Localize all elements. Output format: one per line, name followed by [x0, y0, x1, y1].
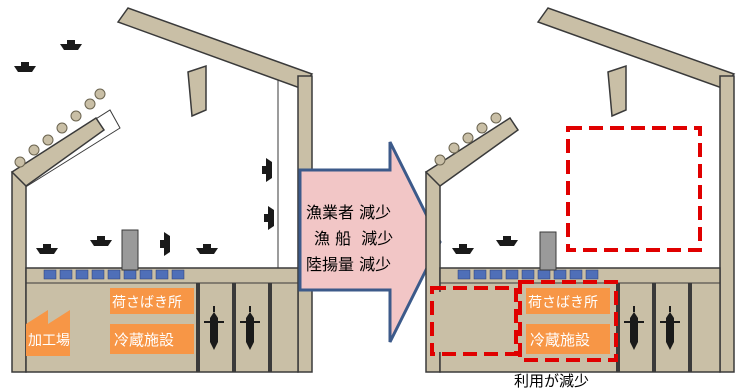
left-handling-label: 荷さばき所	[112, 295, 182, 311]
left-cold-storage-label: 冷蔵施設	[114, 331, 174, 349]
right-quay-blocks	[457, 269, 599, 280]
right-cold-storage-label: 冷蔵施設	[530, 331, 590, 349]
unused-facility-highlight	[518, 280, 618, 362]
left-harbor: 加工場 荷さばき所 冷蔵施設	[10, 7, 314, 373]
processing-label: 加工場	[28, 333, 70, 349]
usage-decline-caption: 利用が減少	[514, 372, 589, 390]
right-jetty	[607, 64, 627, 118]
right-handling-facility	[526, 288, 610, 314]
boat-icon	[90, 236, 112, 246]
left-wall-diag	[10, 116, 106, 187]
boat-icon	[496, 236, 518, 246]
right-harbor: 荷さばき所 冷蔵施設 利用が減少	[424, 7, 736, 390]
boat-icon	[160, 232, 170, 256]
unused-processing-highlight	[430, 286, 518, 356]
left-crane	[121, 229, 139, 271]
left-handling-facility	[110, 288, 194, 314]
boat-icon	[264, 206, 274, 230]
right-handling-label: 荷さばき所	[528, 295, 598, 311]
left-jetty	[187, 64, 207, 118]
tetrapod-icons	[434, 112, 502, 166]
left-wall-top	[116, 7, 314, 89]
boat-icon	[196, 244, 218, 254]
boat-icon	[262, 158, 272, 182]
arrow-line-1: 漁業者 減少	[306, 203, 391, 222]
left-wall-left	[11, 171, 27, 373]
right-processing-area	[436, 292, 514, 352]
unused-water-highlight	[566, 126, 702, 252]
left-cold-storage	[110, 324, 194, 354]
decline-arrow: 漁業者 減少 漁 船 減少 陸揚量 減少	[298, 141, 442, 343]
left-quay-blocks	[43, 269, 185, 280]
right-wall-diag	[424, 116, 520, 187]
right-wall-right	[719, 75, 735, 373]
processing-plant	[26, 310, 70, 356]
right-cold-storage	[526, 324, 610, 354]
boat-icon	[14, 62, 36, 72]
arrow-line-2: 漁 船 減少	[314, 229, 393, 248]
right-crane	[539, 231, 557, 271]
tetrapod-icons	[14, 88, 106, 168]
boat-icon	[60, 40, 82, 50]
right-wall-top	[536, 7, 736, 89]
boat-icon	[36, 244, 58, 254]
arrow-line-3: 陸揚量 減少	[306, 255, 391, 274]
boat-icon	[452, 244, 474, 254]
